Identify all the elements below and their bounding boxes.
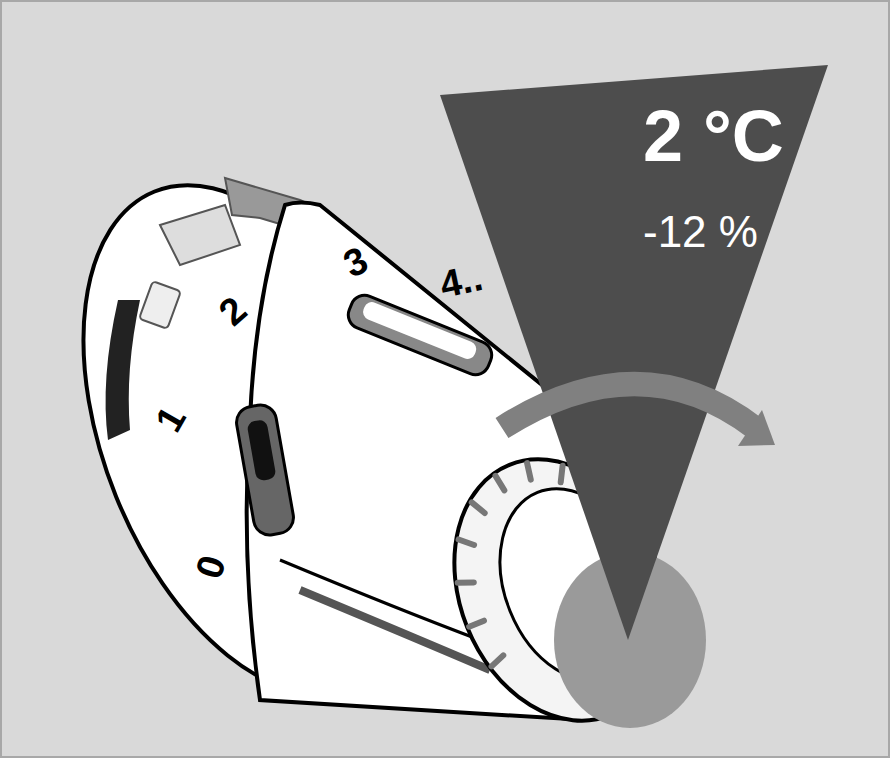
cap-ridge: [496, 476, 505, 490]
cap-ridge: [459, 539, 474, 545]
cap-ridge: [492, 655, 504, 666]
cap-ridge: [527, 463, 531, 480]
cap-ridge: [472, 502, 485, 513]
cap-ridge: [458, 579, 474, 585]
cap-ridge: [469, 621, 484, 627]
saving-text: -12 %: [643, 210, 758, 254]
savings-wedge: 2 °C -12 %: [438, 60, 830, 645]
temperature-text: 2 °C: [643, 100, 784, 172]
dial-number: 4..: [437, 258, 486, 304]
cap-ridge: [561, 466, 563, 483]
